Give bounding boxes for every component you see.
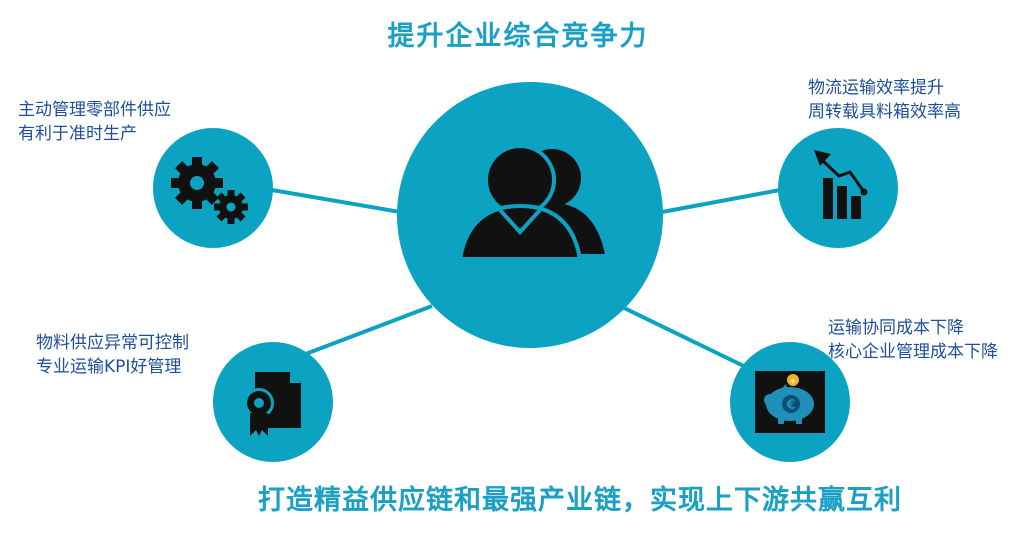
label-top-right: 物流运输效率提升 周转载具料箱效率高 (808, 76, 961, 124)
label-line: 物料供应异常可控制 (36, 333, 189, 353)
connector-top-left (271, 188, 401, 214)
label-line: 有利于准时生产 (18, 124, 137, 144)
label-line: 主动管理零部件供应 (18, 100, 171, 120)
label-line: 周转载具料箱效率高 (808, 102, 961, 122)
label-bottom-left: 物料供应异常可控制 专业运输KPI好管理 (36, 331, 189, 379)
users-icon (457, 144, 605, 261)
gears-icon (171, 157, 248, 224)
bar-chart-down-icon (814, 150, 868, 219)
svg-text:+: + (790, 377, 797, 386)
bottom-slogan: 打造精益供应链和最强产业链，实现上下游共赢互利 (258, 485, 902, 516)
certificate-icon (244, 372, 301, 436)
connector-bottom-right (619, 304, 757, 374)
label-line: 专业运输KPI好管理 (36, 357, 182, 377)
connector-top-right (661, 188, 781, 214)
label-line: 核心企业管理成本下降 (828, 342, 998, 362)
piggy-bank-euro-icon: € + (755, 371, 825, 433)
page-title: 提升企业综合竞争力 (387, 21, 649, 52)
label-top-left: 主动管理零部件供应 有利于准时生产 (18, 98, 171, 146)
connector-bottom-left (302, 304, 433, 357)
svg-text:€: € (785, 398, 795, 413)
label-line: 运输协同成本下降 (828, 318, 964, 338)
label-line: 物流运输效率提升 (808, 78, 944, 98)
label-bottom-right: 运输协同成本下降 核心企业管理成本下降 (828, 316, 998, 364)
